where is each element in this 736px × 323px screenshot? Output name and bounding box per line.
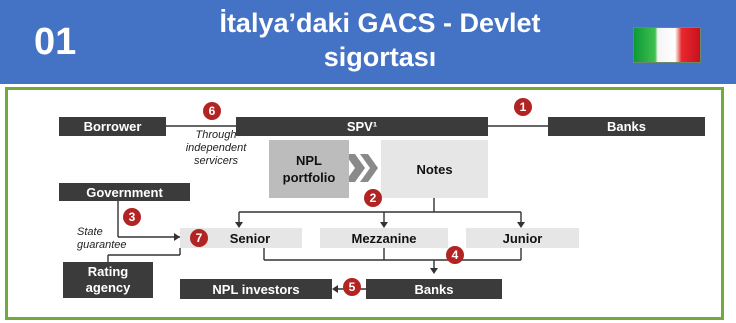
senior-label: Senior — [229, 230, 271, 246]
npl-investors-box: NPL investors — [180, 279, 332, 299]
spv-box: SPV¹ — [236, 117, 488, 136]
senior-box: Senior — [180, 228, 302, 248]
step-badge-1: 1 — [514, 98, 532, 116]
state-guarantee-label: State guarantee — [77, 226, 127, 251]
banks-bottom-box: Banks — [366, 279, 502, 299]
step-badge-7: 7 — [190, 229, 208, 247]
step-badge-5: 5 — [343, 278, 361, 296]
npl-portfolio-box: NPL portfolio — [269, 140, 349, 198]
junior-box: Junior — [466, 228, 579, 248]
servicers-note: Through independent servicers — [185, 129, 247, 167]
step-badge-3: 3 — [123, 208, 141, 226]
banks-top-box: Banks — [548, 117, 705, 136]
slide-title: İtalya’daki GACS - Devlet sigortası — [219, 8, 541, 72]
step-badge-6: 6 — [203, 102, 221, 120]
rating-agency-box: Rating agency — [63, 262, 153, 298]
borrower-box: Borrower — [59, 117, 166, 136]
section-number: 01 — [34, 21, 77, 63]
italy-flag-icon — [633, 27, 701, 63]
step-badge-2: 2 — [364, 189, 382, 207]
step-badge-4: 4 — [446, 246, 464, 264]
slide-header: 01 İtalya’daki GACS - Devlet sigortası — [0, 0, 736, 84]
government-box: Government — [59, 183, 190, 201]
diagram-frame — [5, 87, 724, 320]
mezzanine-box: Mezzanine — [320, 228, 448, 248]
notes-box: Notes — [381, 140, 488, 198]
